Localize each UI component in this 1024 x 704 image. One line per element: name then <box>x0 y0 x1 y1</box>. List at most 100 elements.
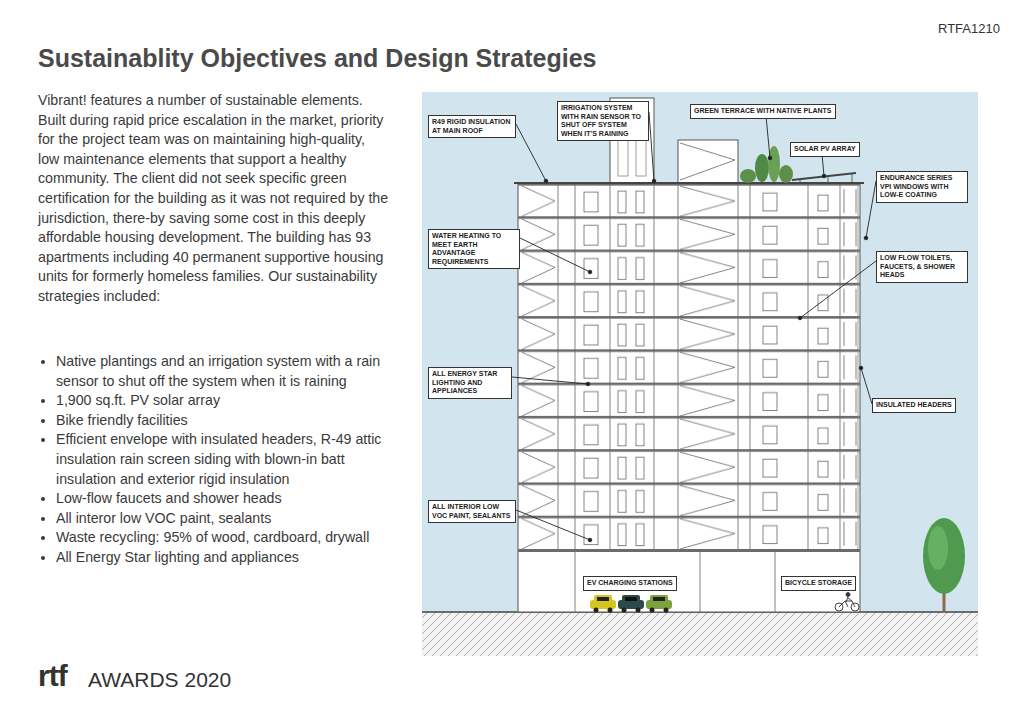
ev-cars <box>664 608 669 613</box>
street-tree <box>923 518 965 594</box>
leader-lines <box>766 116 770 158</box>
callout-text: ALL ENERGY STAR LIGHTING AND APPLIANCES <box>432 370 508 396</box>
leader-lines <box>588 270 592 274</box>
ev-cars <box>636 608 641 613</box>
leader-lines <box>586 382 590 386</box>
callout-text: R49 RIGID INSULATION AT MAIN ROOF <box>432 118 512 135</box>
ev-cars <box>608 608 613 613</box>
callout-box: LOW FLOW TOILETS, FAUCETS, & SHOWER HEAD… <box>876 251 968 283</box>
cyclist-figure <box>846 597 848 602</box>
callout-text: INSULATED HEADERS <box>876 401 952 410</box>
strategy-bullet: Bike friendly facilities <box>56 411 384 431</box>
strategy-bullet: All Energy Star lighting and appliances <box>56 548 384 568</box>
callout-box: INSULATED HEADERS <box>872 398 956 413</box>
callout-box: ALL ENERGY STAR LIGHTING AND APPLIANCES <box>428 367 512 399</box>
ev-cars <box>597 597 609 601</box>
leader-lines <box>520 238 590 272</box>
strategy-bullet: All interor low VOC paint, sealants <box>56 509 384 529</box>
callout-box: SOLAR PV ARRAY <box>790 142 860 157</box>
ev-cars <box>618 600 644 609</box>
leader-lines <box>512 112 876 542</box>
building <box>514 182 864 184</box>
callout-text: BICYCLE STORAGE <box>785 579 852 588</box>
callout-box: GREEN TERRACE WITH NATIVE PLANTS <box>690 104 836 119</box>
strategy-bullet: Native plantings and an irrigation syste… <box>56 352 384 391</box>
callout-text: WATER HEATING TO MEET EARTH ADVANTAGE RE… <box>432 232 516 266</box>
ground <box>422 612 978 656</box>
ev-cars <box>653 597 665 601</box>
awards-label: AWARDS 2020 <box>88 668 231 692</box>
ev-cars <box>625 597 637 601</box>
intro-paragraph: Vibrant! features a number of sustainabl… <box>38 91 390 307</box>
green-terrace-plants <box>755 154 769 182</box>
leader-lines <box>652 179 656 183</box>
callout-text: LOW FLOW TOILETS, FAUCETS, & SHOWER HEAD… <box>880 254 964 280</box>
callout-box: ALL INTERIOR LOW VOC PAINT, SEALANTS <box>428 500 516 523</box>
building <box>518 183 860 549</box>
building <box>680 143 735 180</box>
ev-cars <box>590 600 616 609</box>
strategy-bullet: Efficient envelope with insulated header… <box>56 430 384 489</box>
leader-lines <box>516 124 546 181</box>
leader-lines <box>822 174 826 178</box>
ev-cars <box>650 608 655 613</box>
solar-pv-array <box>852 174 853 183</box>
leader-lines <box>544 179 548 183</box>
callout-box: R49 RIGID INSULATION AT MAIN ROOF <box>428 115 516 138</box>
leader-lines <box>588 538 592 542</box>
sky-ground <box>422 92 978 612</box>
building <box>775 552 776 612</box>
leader-lines <box>768 156 772 160</box>
callout-text: ENDURANCE SERIES VPI WINDOWS WITH LOW-E … <box>880 174 964 200</box>
ground <box>422 612 978 656</box>
cyclist-figure <box>839 601 855 607</box>
building <box>518 183 860 612</box>
ev-cars <box>646 600 672 609</box>
leader-lines <box>822 154 824 176</box>
slide-title: Sustainablity Objectives and Design Stra… <box>38 44 597 73</box>
leader-lines <box>649 112 654 181</box>
callout-box: WATER HEATING TO MEET EARTH ADVANTAGE RE… <box>428 229 520 269</box>
cyclist-figure <box>846 593 850 597</box>
cyclist-figure <box>835 593 859 612</box>
leader-lines <box>866 181 876 238</box>
cyclist-figure <box>848 598 852 601</box>
strategy-list: Native plantings and an irrigation syste… <box>38 352 384 568</box>
street-tree <box>923 518 965 612</box>
callout-text: ALL INTERIOR LOW VOC PAINT, SEALANTS <box>432 503 512 520</box>
project-code: RTFA1210 <box>938 21 1000 36</box>
logo-mark: rtf <box>38 659 67 693</box>
strategy-bullet: Low-flow faucets and shower heads <box>56 489 384 509</box>
leader-lines <box>861 368 872 404</box>
ev-cars <box>594 608 599 613</box>
ground <box>422 612 978 656</box>
callout-box: IRRIGATION SYSTEM WITH RAIN SENSOR TO SH… <box>557 101 649 141</box>
building <box>575 552 576 612</box>
building <box>678 140 738 183</box>
leader-lines <box>859 366 863 370</box>
building <box>514 98 864 612</box>
building <box>858 186 859 549</box>
leader-lines <box>800 261 876 318</box>
solar-pv-array <box>792 173 856 180</box>
leader-lines <box>512 377 588 384</box>
strategy-bullet: Waste recycling: 95% of wood, cardboard,… <box>56 528 384 548</box>
strategy-bullet: 1,900 sq.ft. PV solar array <box>56 391 384 411</box>
street-tree <box>928 526 948 570</box>
building <box>700 552 701 612</box>
solar-pv-array <box>828 176 829 183</box>
callout-text: IRRIGATION SYSTEM WITH RAIN SENSOR TO SH… <box>561 104 645 138</box>
callout-box: ENDURANCE SERIES VPI WINDOWS WITH LOW-E … <box>876 171 968 203</box>
solar-pv-array <box>800 179 801 183</box>
leader-lines <box>516 510 590 540</box>
callout-text: SOLAR PV ARRAY <box>794 145 856 154</box>
leader-lines <box>798 316 802 320</box>
leader-lines <box>864 236 868 240</box>
solar-pv-array <box>792 173 856 183</box>
callout-box: BICYCLE STORAGE <box>781 576 856 591</box>
callout-text: EV CHARGING STATIONS <box>587 579 673 588</box>
green-terrace-plants <box>740 146 793 183</box>
callout-box: EV CHARGING STATIONS <box>583 576 677 591</box>
ev-cars <box>622 608 627 613</box>
